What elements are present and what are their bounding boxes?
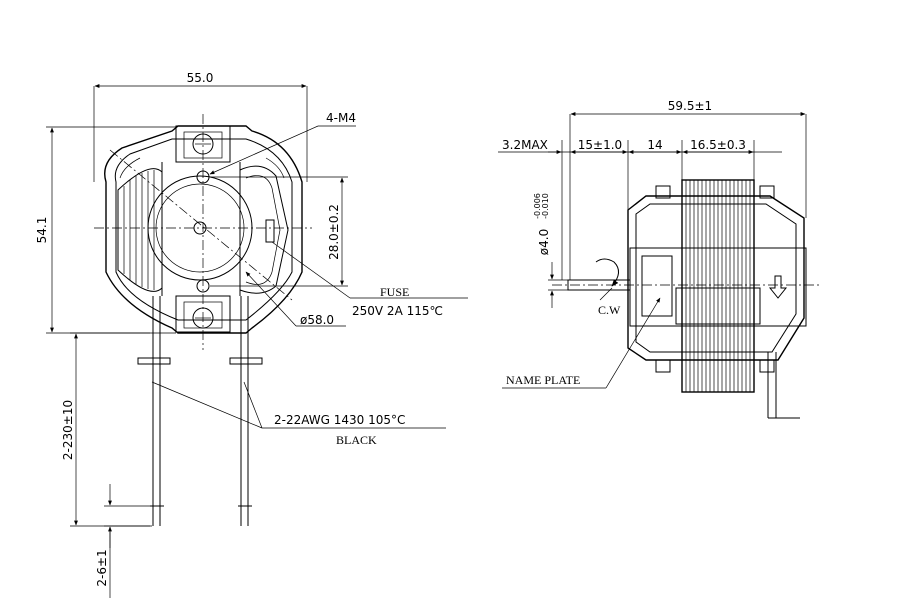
front-view: 55.0 54.1 4-M4 28.0±0.2 FUSE 250V 2A 1 bbox=[35, 71, 468, 598]
shaft-dim-label: ø4.0 bbox=[537, 229, 551, 255]
width-dim-label: 55.0 bbox=[187, 71, 214, 85]
nameplate-label: NAME PLATE bbox=[506, 373, 580, 387]
fuse-title: FUSE bbox=[380, 285, 409, 299]
max-dim-label: 3.2MAX bbox=[502, 138, 548, 152]
rotation-arrow bbox=[595, 258, 619, 287]
airflow-arrow bbox=[768, 275, 788, 299]
dim-c-label: 16.5±0.3 bbox=[690, 138, 746, 152]
front-housing-outline bbox=[104, 125, 303, 334]
fuse-rating: 250V 2A 115℃ bbox=[352, 304, 443, 318]
dim-lead-length: 2-230±10 bbox=[61, 332, 150, 527]
nameplate-callout: NAME PLATE bbox=[502, 297, 661, 389]
wire-color-label: BLACK bbox=[336, 433, 377, 447]
fuse-body bbox=[265, 219, 275, 243]
dim-lead-strip: 2-6±1 bbox=[95, 484, 152, 598]
screw-callout: 4-M4 bbox=[209, 111, 356, 175]
total-length-label: 59.5±1 bbox=[668, 99, 712, 113]
diameter-label: ø58.0 bbox=[300, 313, 334, 327]
dim-a-label: 15±1.0 bbox=[578, 138, 622, 152]
dim-row: 3.2MAX 15±1.0 14 16.5±0.3 bbox=[498, 138, 782, 280]
diameter-callout: ø58.0 bbox=[245, 271, 346, 327]
rotation-callout: C.W bbox=[598, 287, 621, 317]
dim-b-label: 14 bbox=[647, 138, 662, 152]
hole-spacing-label: 28.0±0.2 bbox=[327, 204, 341, 260]
dim-total-length: 59.5±1 bbox=[569, 99, 807, 280]
wire-callout: 2-22AWG 1430 105°C BLACK bbox=[151, 381, 446, 447]
height-dim-label: 54.1 bbox=[35, 217, 49, 244]
front-bore-circle bbox=[147, 175, 253, 281]
rotation-label: C.W bbox=[598, 303, 621, 317]
side-housing bbox=[627, 185, 805, 373]
screw-label: 4-M4 bbox=[326, 111, 356, 125]
front-coil bbox=[117, 165, 289, 294]
wire-spec-label: 2-22AWG 1430 105°C bbox=[274, 413, 405, 427]
front-frame-plates bbox=[161, 125, 241, 333]
front-lead-wires bbox=[137, 296, 263, 526]
shaft-tol-lower: -0.010 bbox=[541, 193, 550, 219]
fuse-callout: FUSE 250V 2A 115℃ bbox=[271, 241, 468, 318]
side-lamination-stack bbox=[681, 179, 755, 393]
lead-length-label: 2-230±10 bbox=[61, 400, 75, 460]
dim-shaft: ø4.0 -0.006 -0.010 bbox=[533, 193, 568, 308]
name-plate bbox=[641, 255, 673, 317]
side-lead bbox=[767, 352, 800, 419]
dim-hole-spacing: 28.0±0.2 bbox=[210, 176, 348, 287]
lead-strip-label: 2-6±1 bbox=[95, 549, 109, 586]
side-view: 59.5±1 3.2MAX 15±1.0 14 16.5±0.3 ø4.0 -0… bbox=[498, 99, 820, 419]
shaft-tol-upper: -0.006 bbox=[533, 193, 542, 219]
dim-height: 54.1 bbox=[35, 126, 176, 334]
dim-width: 55.0 bbox=[93, 71, 308, 182]
